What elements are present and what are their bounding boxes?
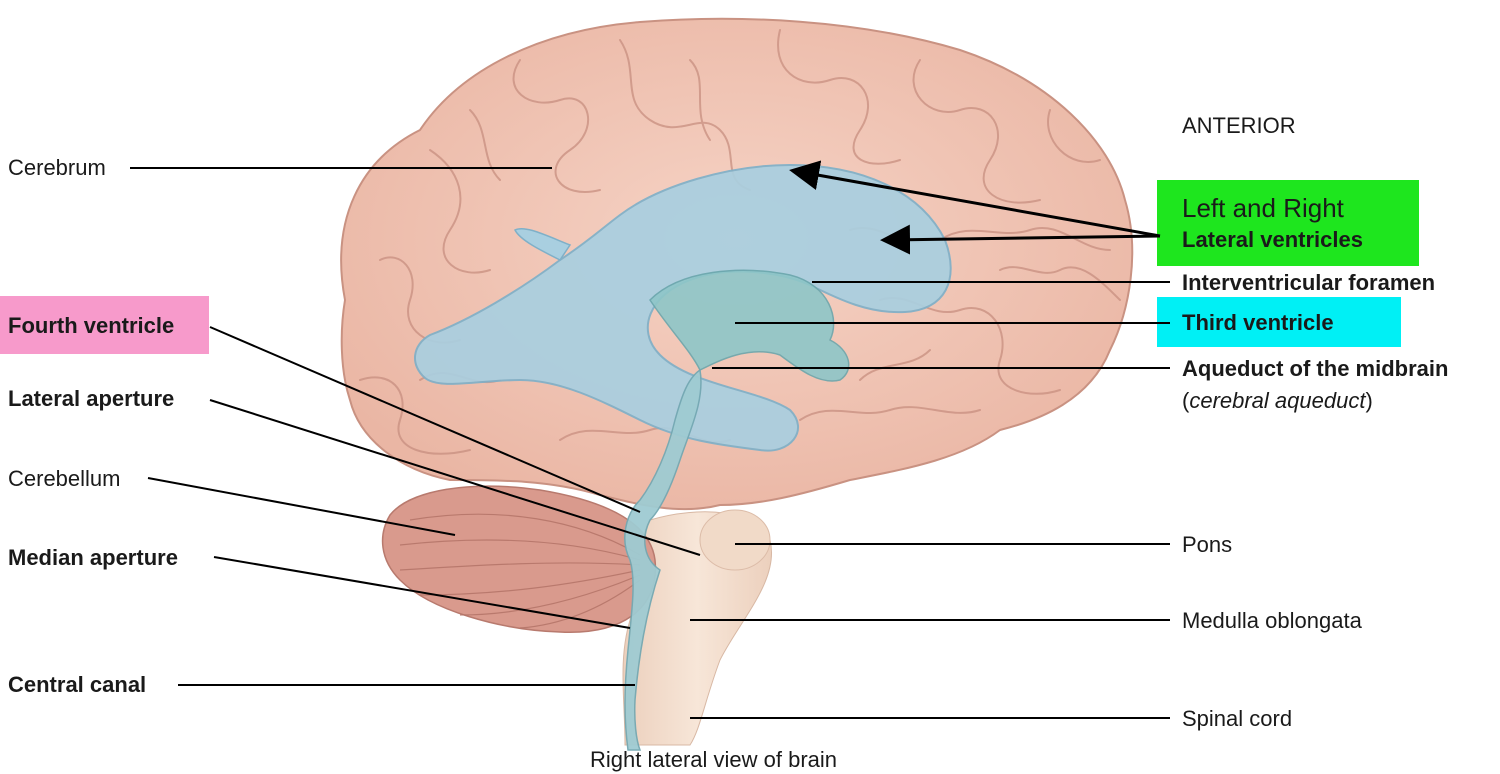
central-canal-label: Central canal <box>8 672 147 697</box>
anterior-label: ANTERIOR <box>1182 113 1296 138</box>
arrow-to-left-lateral-ventricle <box>789 160 1161 238</box>
pons-label: Pons <box>1182 532 1233 557</box>
aqueduct-alt-close-paren: ) <box>1365 388 1373 413</box>
fourth-ventricle-label: Fourth ventricle <box>8 313 175 338</box>
interventricular-foramen-label: Interventricular foramen <box>1182 270 1436 295</box>
fourth-ventricle-highlight <box>0 296 209 354</box>
cerebellum-leader <box>147 477 456 536</box>
cerebellum-label: Cerebellum <box>8 466 121 491</box>
arrow-to-right-lateral-ventricle <box>880 224 1161 255</box>
median-aperture-leader <box>213 556 631 629</box>
lateral-ventricles-label-line1: Left and Right <box>1182 193 1344 223</box>
third-ventricle-highlight <box>1157 297 1401 347</box>
lateral-ventricles-label-line2: Lateral ventricles <box>1182 227 1363 252</box>
leader-lines <box>130 167 1170 719</box>
cerebellum-illustration <box>381 485 657 633</box>
third-ventricle-label: Third ventricle <box>1182 310 1334 335</box>
aqueduct-alt-label: (cerebral aqueduct) <box>1182 388 1373 414</box>
aqueduct-alt-text: cerebral aqueduct <box>1189 388 1366 413</box>
aqueduct-label: Aqueduct of the midbrain <box>1182 356 1449 381</box>
ventricular-system-illustration <box>414 163 952 751</box>
medulla-label: Medulla oblongata <box>1182 608 1362 633</box>
lateral-aperture-leader <box>209 399 701 556</box>
fourth-ventricle-leader <box>209 326 641 513</box>
cerebrum-label: Cerebrum <box>8 155 106 180</box>
spinal-cord-label: Spinal cord <box>1182 706 1293 731</box>
lateral-ventricle-arrows <box>789 160 1161 255</box>
median-aperture-label: Median aperture <box>8 545 178 570</box>
caption: Right lateral view of brain <box>590 747 838 772</box>
lateral-ventricles-highlight <box>1157 180 1419 266</box>
aqueduct-alt-open-paren: ( <box>1182 388 1190 413</box>
lateral-aperture-label: Lateral aperture <box>8 386 175 411</box>
